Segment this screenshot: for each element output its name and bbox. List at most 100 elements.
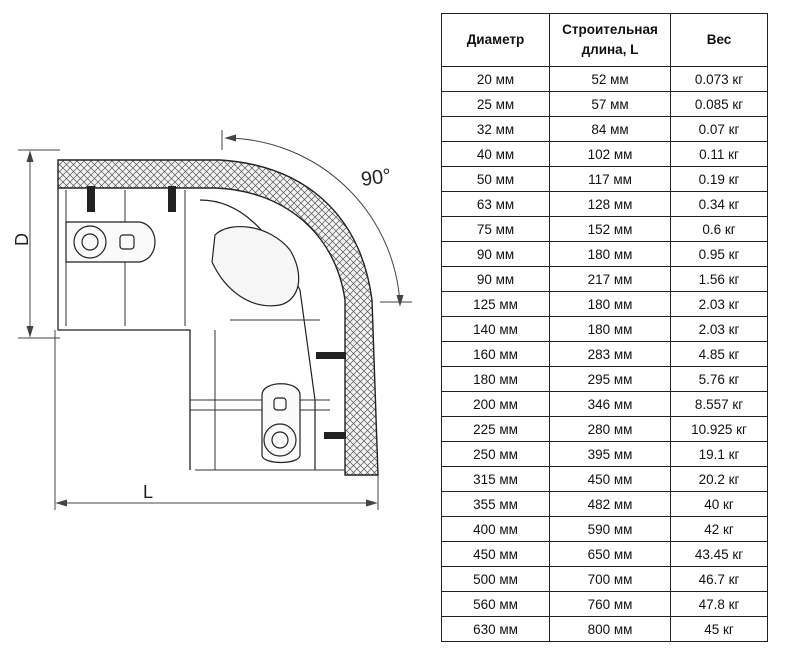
cell-length: 482 мм	[549, 491, 671, 517]
terminal-left-icon	[65, 221, 156, 263]
cell-weight: 2.03 кг	[670, 291, 768, 317]
cell-weight: 0.11 кг	[670, 141, 768, 167]
cell-length: 57 мм	[549, 91, 671, 117]
cell-diameter: 32 мм	[441, 116, 550, 142]
cell-length: 180 мм	[549, 241, 671, 267]
cell-weight: 43.45 кг	[670, 541, 768, 567]
cell-diameter: 40 мм	[441, 141, 550, 167]
cell-length: 280 мм	[549, 416, 671, 442]
cell-diameter: 20 мм	[441, 66, 550, 92]
cell-weight: 0.085 кг	[670, 91, 768, 117]
cell-diameter: 400 мм	[441, 516, 550, 542]
cell-diameter: 630 мм	[441, 616, 550, 642]
cell-length: 700 мм	[549, 566, 671, 592]
cell-length: 180 мм	[549, 316, 671, 342]
cell-diameter: 50 мм	[441, 166, 550, 192]
angle-label: 90°	[360, 165, 393, 191]
terminal-bottom-icon	[261, 383, 301, 464]
cell-length: 295 мм	[549, 366, 671, 392]
cell-diameter: 560 мм	[441, 591, 550, 617]
cell-weight: 46.7 кг	[670, 566, 768, 592]
cell-length: 128 мм	[549, 191, 671, 217]
diameter-label: D	[12, 233, 32, 246]
cell-diameter: 90 мм	[441, 266, 550, 292]
cell-weight: 0.6 кг	[670, 216, 768, 242]
cell-length: 346 мм	[549, 391, 671, 417]
cell-weight: 0.34 кг	[670, 191, 768, 217]
cell-length: 760 мм	[549, 591, 671, 617]
elbow-technical-drawing: D L 90°	[12, 130, 412, 510]
length-dimension	[54, 330, 379, 510]
cell-length: 84 мм	[549, 116, 671, 142]
cell-diameter: 315 мм	[441, 466, 550, 492]
cell-diameter: 225 мм	[441, 416, 550, 442]
elbow-body	[57, 159, 379, 476]
cell-weight: 45 кг	[670, 616, 768, 642]
length-label: L	[143, 482, 153, 502]
cell-weight: 0.95 кг	[670, 241, 768, 267]
cell-weight: 42 кг	[670, 516, 768, 542]
diameter-dimension	[18, 149, 60, 339]
cell-diameter: 250 мм	[441, 441, 550, 467]
cell-diameter: 25 мм	[441, 91, 550, 117]
cell-weight: 2.03 кг	[670, 316, 768, 342]
cell-diameter: 140 мм	[441, 316, 550, 342]
cell-weight: 40 кг	[670, 491, 768, 517]
cell-length: 650 мм	[549, 541, 671, 567]
cell-weight: 4.85 кг	[670, 341, 768, 367]
header-diameter: Диаметр	[441, 13, 550, 67]
cell-diameter: 450 мм	[441, 541, 550, 567]
cell-length: 217 мм	[549, 266, 671, 292]
cell-diameter: 63 мм	[441, 191, 550, 217]
cell-diameter: 200 мм	[441, 391, 550, 417]
cell-weight: 20.2 кг	[670, 466, 768, 492]
table-header-row: Диаметр Строительная длина, L Вес	[441, 13, 768, 67]
cell-length: 117 мм	[549, 166, 671, 192]
cell-diameter: 125 мм	[441, 291, 550, 317]
cell-weight: 0.07 кг	[670, 116, 768, 142]
cell-diameter: 75 мм	[441, 216, 550, 242]
cell-diameter: 355 мм	[441, 491, 550, 517]
cell-weight: 5.76 кг	[670, 366, 768, 392]
cell-length: 800 мм	[549, 616, 671, 642]
cell-weight: 47.8 кг	[670, 591, 768, 617]
cell-length: 102 мм	[549, 141, 671, 167]
cell-weight: 0.073 кг	[670, 66, 768, 92]
cell-weight: 10.925 кг	[670, 416, 768, 442]
header-weight: Вес	[670, 13, 768, 67]
cell-length: 590 мм	[549, 516, 671, 542]
cell-weight: 19.1 кг	[670, 441, 768, 467]
angle-dimension	[221, 130, 412, 307]
header-length: Строительная длина, L	[549, 13, 671, 67]
cell-weight: 8.557 кг	[670, 391, 768, 417]
cell-length: 52 мм	[549, 66, 671, 92]
cell-length: 450 мм	[549, 466, 671, 492]
cell-diameter: 180 мм	[441, 366, 550, 392]
cell-length: 395 мм	[549, 441, 671, 467]
cell-length: 152 мм	[549, 216, 671, 242]
cell-diameter: 500 мм	[441, 566, 550, 592]
